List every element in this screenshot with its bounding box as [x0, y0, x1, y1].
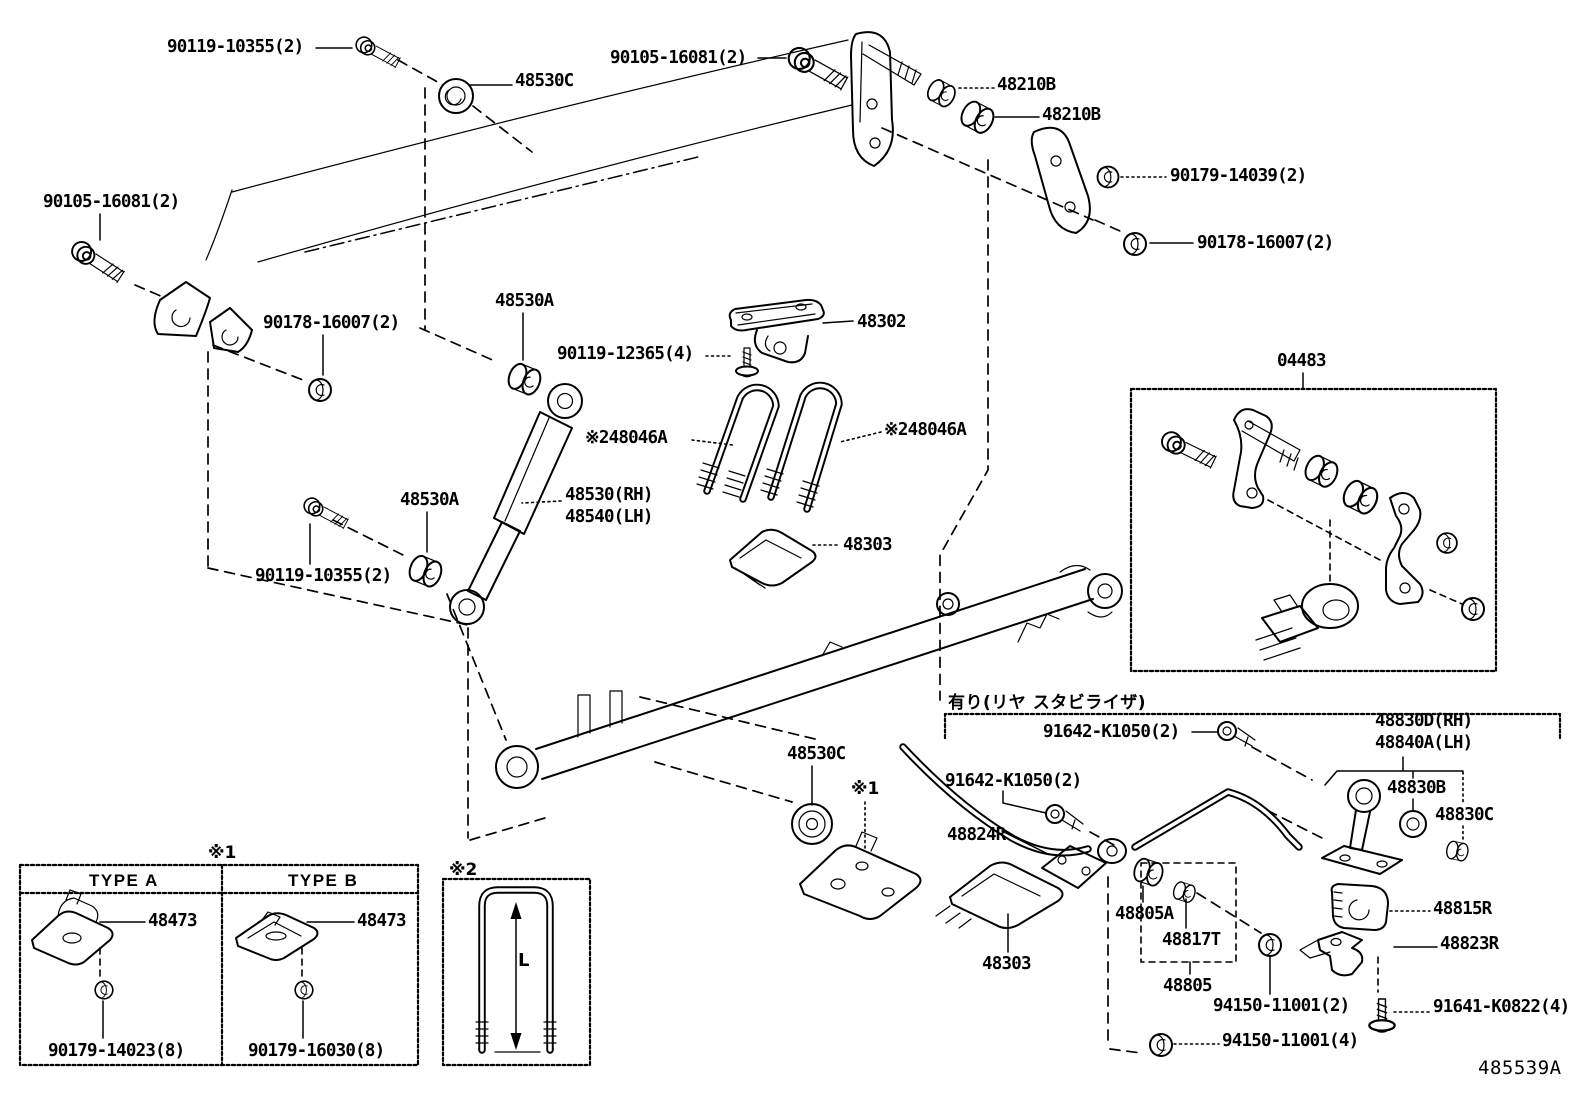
stabilizer-section	[899, 712, 1562, 1057]
label-90119-10355-lower: 90119-10355(2)	[255, 566, 392, 586]
shackle-kit-box	[1129, 387, 1498, 673]
label-48303-upper: 48303	[843, 535, 892, 555]
type-b-header: TYPE B	[288, 871, 359, 890]
label-90179-14039: 90179-14039(2)	[1170, 166, 1307, 186]
label-48530c-upper: 48530C	[515, 71, 574, 91]
label-48046a-left: ※248046A	[585, 428, 668, 448]
label-94150-11001-4: 94150-11001(4)	[1222, 1031, 1359, 1051]
lower-bushing-and-bracket	[791, 803, 922, 920]
label-stabilizer-note: 有り(リヤ スタビライザ)	[948, 693, 1146, 713]
label-90179-16030: 90179-16030(8)	[248, 1041, 385, 1061]
label-48530-rh: 48530(RH)	[565, 485, 653, 505]
label-48840a-lh: 48840A(LH)	[1375, 733, 1473, 753]
label-91641-k0822: 91641-K0822(4)	[1433, 997, 1570, 1017]
upper-shackle-hardware	[67, 31, 1147, 532]
label-48830d-rh: 48830D(RH)	[1375, 711, 1473, 731]
label-48805a: 48805A	[1115, 904, 1174, 924]
label-48302: 48302	[857, 312, 906, 332]
label-91642-k1050-lower: 91642-K1050(2)	[945, 771, 1082, 791]
label-48830b: 48830B	[1387, 778, 1446, 798]
leaf-spring	[495, 564, 1123, 789]
label-48830c: 48830C	[1435, 805, 1494, 825]
label-48815r: 48815R	[1433, 899, 1492, 919]
ubolt-length-box	[441, 877, 592, 1067]
label-94150-11001-2: 94150-11001(2)	[1213, 996, 1350, 1016]
spring-bumper-and-ubolts	[696, 298, 843, 589]
label-48805: 48805	[1163, 976, 1212, 996]
label-48530c-lower: 48530C	[787, 744, 846, 764]
shock-absorber	[405, 360, 583, 625]
label-90178-16007-right: 90178-16007(2)	[1197, 233, 1334, 253]
label-48824r: 48824R	[947, 825, 1006, 845]
note1-symbol-bracket: ※1	[851, 779, 880, 799]
label-90119-10355-upper: 90119-10355(2)	[167, 37, 304, 57]
ubolt-length-dim: L	[518, 950, 530, 971]
note2-symbol: ※2	[449, 860, 478, 880]
label-90105-16081-left: 90105-16081(2)	[43, 192, 180, 212]
figure-code: 485539A	[1478, 1057, 1562, 1079]
note1-symbol-table: ※1	[208, 843, 237, 863]
label-48210b-1: 48210B	[997, 75, 1056, 95]
frame-construction-lines	[134, 39, 1379, 1054]
label-90119-12365: 90119-12365(4)	[557, 344, 694, 364]
label-04483: 04483	[1277, 351, 1326, 371]
label-48817t: 48817T	[1162, 930, 1221, 950]
label-48530a-upper: 48530A	[495, 291, 554, 311]
type-a-header: TYPE A	[89, 871, 159, 890]
label-48823r: 48823R	[1440, 934, 1499, 954]
label-48046a-right: ※248046A	[884, 420, 967, 440]
label-48303-lower: 48303	[982, 954, 1031, 974]
label-90105-16081-upper: 90105-16081(2)	[610, 48, 747, 68]
label-90178-16007-left: 90178-16007(2)	[263, 313, 400, 333]
label-48473-type-b: 48473	[357, 911, 406, 931]
label-48473-type-a: 48473	[148, 911, 197, 931]
label-90179-14023: 90179-14023(8)	[48, 1041, 185, 1061]
type-comparison-box	[18, 863, 420, 1067]
label-48540-lh: 48540(LH)	[565, 507, 653, 527]
label-91642-k1050-upper: 91642-K1050(2)	[1043, 722, 1180, 742]
leader-lines	[99, 47, 1464, 1045]
label-48530a-lower: 48530A	[400, 490, 459, 510]
label-48210b-2: 48210B	[1042, 105, 1101, 125]
